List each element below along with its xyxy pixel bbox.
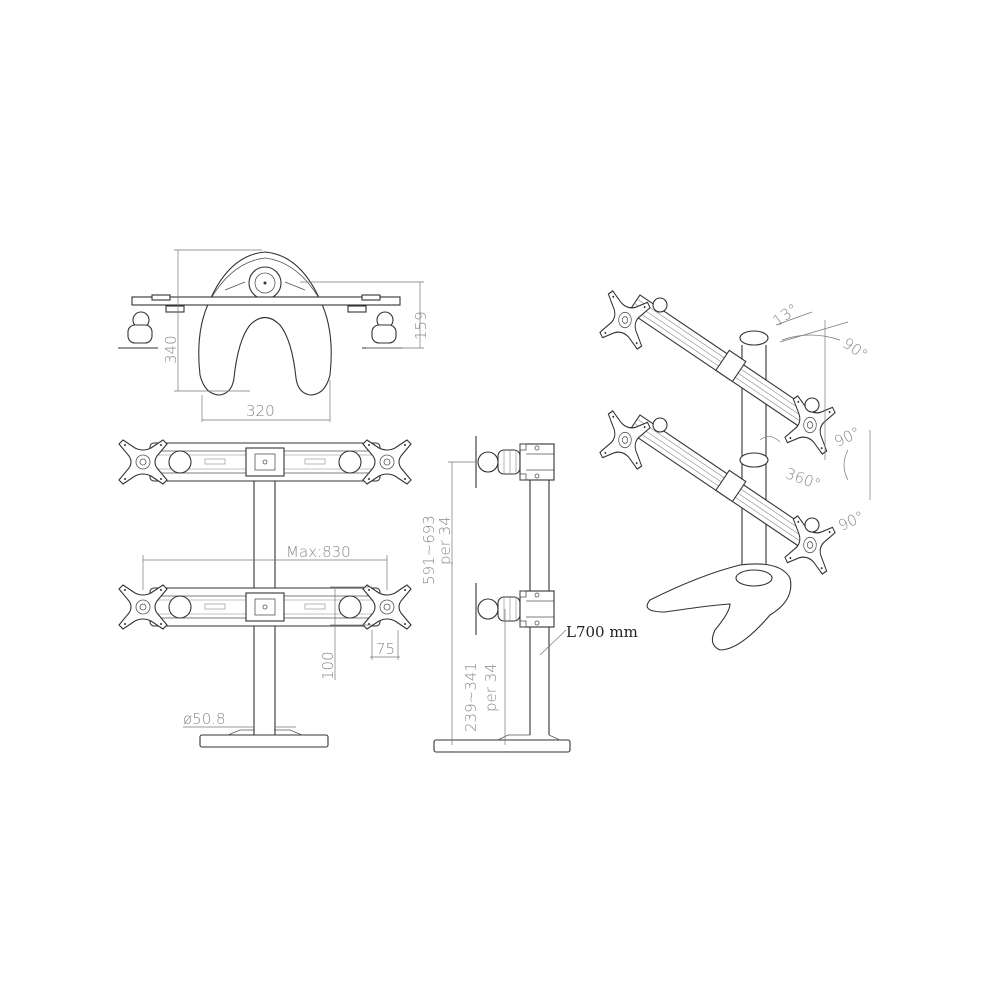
- dim-vesa-height: 100: [319, 651, 337, 680]
- dim-lower-step: per 34: [482, 663, 500, 712]
- dim-base-depth: 340: [162, 335, 180, 364]
- dim-vesa-width: 75: [376, 640, 396, 658]
- side-view: [433, 435, 571, 753]
- dim-pole-diameter: ø50.8: [183, 710, 226, 728]
- dim-base-width: 320: [246, 402, 275, 420]
- front-view: [118, 439, 412, 748]
- dim-arm-span: Max:830: [286, 543, 351, 561]
- dim-lower-height-range: 239~341: [462, 662, 480, 732]
- dim-pole-length: L700 mm: [566, 623, 638, 641]
- dim-arm-offset: 159: [412, 311, 430, 340]
- dim-upper-step: per 34: [436, 516, 454, 565]
- iso-view: [598, 289, 871, 651]
- top-view: [118, 249, 424, 422]
